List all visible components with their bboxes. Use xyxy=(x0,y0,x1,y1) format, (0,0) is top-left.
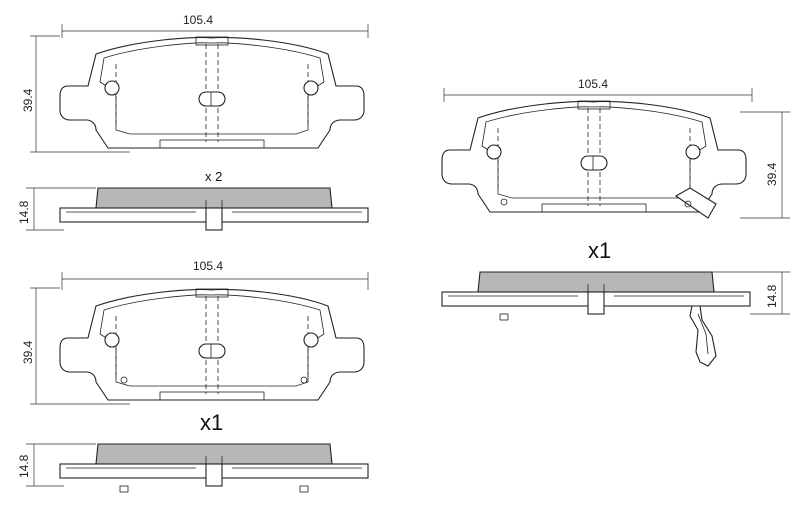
pad-c-quantity-label: x1 xyxy=(588,238,611,263)
pad-c-side-view xyxy=(441,271,751,367)
pad-c-thickness-label: 14.8 xyxy=(765,284,779,308)
pad-b-extra-details xyxy=(120,376,308,384)
pad-a-width-label: 105.4 xyxy=(183,13,213,27)
pad-b-front-view xyxy=(59,288,365,401)
pad-c-dimensions: 105.4 39.4 xyxy=(443,77,790,219)
pad-c-height-label: 39.4 xyxy=(765,162,779,186)
pad-a-front-view xyxy=(59,36,365,149)
pad-c-front-view xyxy=(441,100,747,219)
pad-b-quantity-label: x1 xyxy=(200,410,223,435)
pad-b-dimensions: 105.4 39.4 xyxy=(21,259,369,405)
wear-sensor-clip xyxy=(674,187,717,219)
pad-b-height-label: 39.4 xyxy=(21,340,35,364)
pad-b-side-view xyxy=(59,443,369,493)
pad-c-thickness-dimension: 14.8 xyxy=(712,271,790,315)
pad-b-thickness-dimension: 14.8 xyxy=(17,443,96,487)
pad-b-thickness-label: 14.8 xyxy=(17,454,31,478)
pad-c-width-label: 105.4 xyxy=(578,77,608,91)
pad-a-side-view xyxy=(59,187,369,231)
pad-a-thickness-dimension: 14.8 xyxy=(17,187,96,231)
pad-a-thickness-label: 14.8 xyxy=(17,200,31,224)
pad-a-height-label: 39.4 xyxy=(21,88,35,112)
pad-b-width-label: 105.4 xyxy=(193,259,223,273)
pad-a-dimensions: 105.4 39.4 xyxy=(21,13,369,153)
pad-a-quantity-label: x 2 xyxy=(205,169,222,184)
